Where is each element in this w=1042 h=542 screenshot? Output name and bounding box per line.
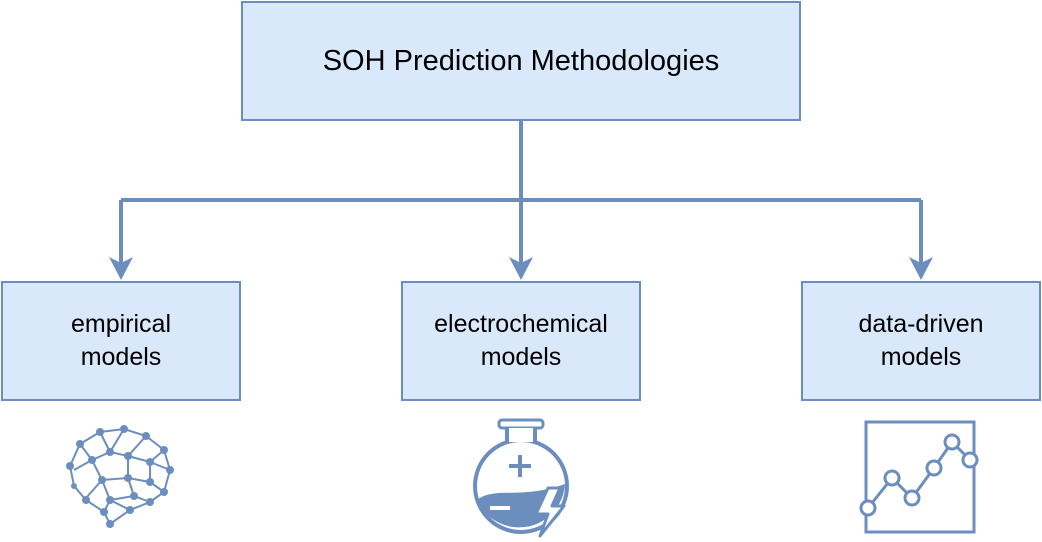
arrow-data-driven — [909, 257, 933, 280]
node-empirical-models: empirical models — [1, 281, 241, 401]
neural-network-brain-icon — [66, 425, 174, 528]
arrow-electrochemical — [509, 257, 533, 280]
node-label-line1: electrochemical — [434, 310, 608, 338]
node-label-line1: empirical — [70, 310, 172, 338]
node-label-line2: models — [480, 343, 562, 371]
node-electrochemical-models: electrochemical models — [401, 281, 641, 401]
connector-lines — [119, 121, 923, 264]
root-label: SOH Prediction Methodologies — [322, 44, 720, 77]
battery-flask-icon — [473, 418, 569, 538]
line-chart-icon — [859, 420, 979, 534]
node-data-driven-models: data-driven models — [801, 281, 1041, 401]
arrow-empirical — [109, 257, 133, 280]
node-label-line1: data-driven — [858, 310, 984, 338]
node-label-line2: models — [880, 343, 962, 371]
root-node: SOH Prediction Methodologies — [241, 1, 801, 121]
node-label-line2: models — [80, 343, 162, 371]
